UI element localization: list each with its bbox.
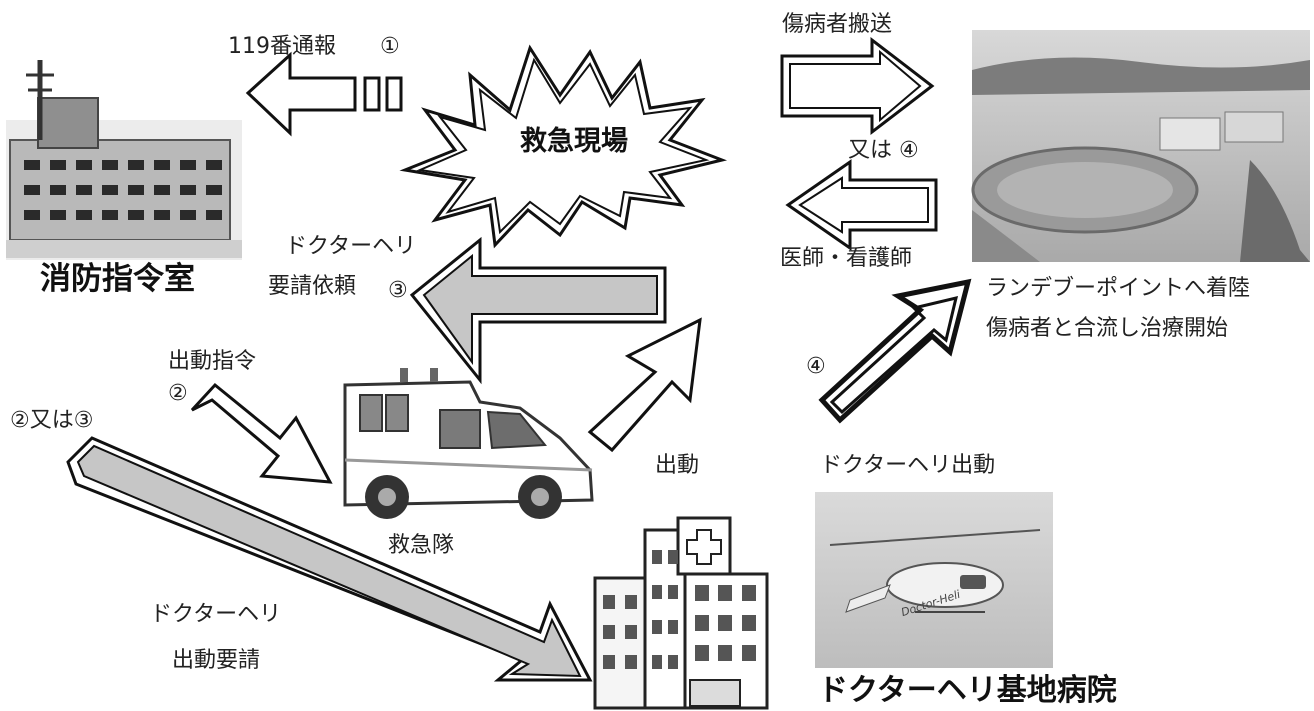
arrow-ambulance-dispatch [587, 317, 702, 453]
ambulance-image [343, 368, 594, 519]
label-heli-request-line1: ドクターヘリ [150, 602, 282, 627]
label-step2or3: ②又は③ [10, 408, 94, 433]
label-scene: 救急現場 [520, 126, 628, 157]
label-transport: 傷病者搬送 [782, 12, 893, 37]
label-step3: ③ [388, 278, 408, 303]
label-step4: ④ [806, 354, 826, 379]
label-ambulance-team: 救急隊 [388, 533, 455, 558]
rendezvous-point-photo [971, 30, 1310, 262]
arrow-doctor-nurse [785, 159, 938, 251]
label-command-room: 消防指令室 [40, 261, 195, 297]
label-heli-request-line2: 出動要請 [172, 648, 261, 673]
label-dispatch: 出動 [655, 453, 700, 478]
label-heli-dispatch: ドクターヘリ出動 [820, 453, 996, 478]
label-doctor-nurse: 医師・看護師 [780, 246, 913, 271]
helicopter-photo [815, 492, 1053, 668]
label-dispatch-order: 出動指令 [168, 349, 257, 374]
label-base-hospital: ドクターヘリ基地病院 [818, 673, 1117, 708]
arrow-transport [780, 36, 935, 136]
label-rendezvous-line2: 傷病者と合流し治療開始 [986, 316, 1229, 341]
label-119-call: 119番通報 [228, 34, 336, 59]
hospital-building-image [593, 516, 769, 710]
command-building-image [6, 60, 242, 260]
label-rendezvous-line1: ランデブーポイントへ着陸 [986, 276, 1251, 301]
scene-burst [399, 44, 728, 249]
arrow-119-call [245, 51, 357, 137]
label-request-line2: 要請依頼 [268, 274, 357, 299]
arrow-heli-dispatch [818, 278, 972, 424]
label-step1: ① [380, 34, 400, 59]
arrow-dispatch-order [190, 382, 333, 484]
label-or4: 又は ④ [848, 138, 919, 163]
label-request-line1: ドクターヘリ [285, 234, 417, 259]
label-step2: ② [168, 381, 188, 406]
